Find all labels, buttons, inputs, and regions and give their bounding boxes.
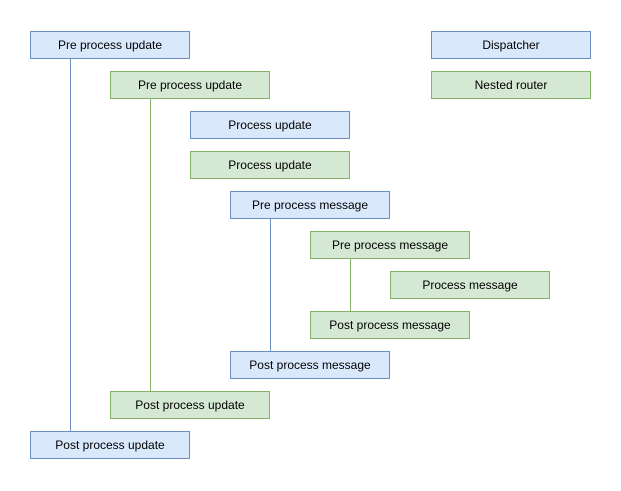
legend-dispatcher: Dispatcher: [431, 31, 591, 59]
legend-nested-router: Nested router: [431, 71, 591, 99]
node-post-process-update-nested: Post process update: [110, 391, 270, 419]
connector-pre-post-update-nested: [150, 99, 151, 391]
node-label: Dispatcher: [482, 38, 540, 52]
connector-pre-post-message-dispatcher: [270, 219, 271, 351]
node-label: Pre process update: [137, 78, 243, 92]
node-label: Nested router: [474, 78, 548, 92]
node-pre-process-update-nested: Pre process update: [110, 71, 270, 99]
node-label: Post process message: [329, 318, 451, 332]
node-label: Post process update: [55, 438, 165, 452]
node-label: Post process update: [135, 398, 245, 412]
node-pre-process-message-nested: Pre process message: [310, 231, 470, 259]
node-pre-process-message-dispatcher: Pre process message: [230, 191, 390, 219]
node-label: Process update: [228, 118, 312, 132]
node-label: Pre process update: [57, 38, 163, 52]
connector-pre-post-update-dispatcher: [70, 59, 71, 431]
node-process-update-nested: Process update: [190, 151, 350, 179]
node-post-process-update-dispatcher: Post process update: [30, 431, 190, 459]
connector-pre-post-message-nested: [350, 259, 351, 311]
node-label: Pre process message: [251, 198, 369, 212]
node-process-message-nested: Process message: [390, 271, 550, 299]
node-label: Post process message: [249, 358, 371, 372]
node-process-update-dispatcher: Process update: [190, 111, 350, 139]
node-post-process-message-nested: Post process message: [310, 311, 470, 339]
node-post-process-message-dispatcher: Post process message: [230, 351, 390, 379]
node-pre-process-update-dispatcher: Pre process update: [30, 31, 190, 59]
node-label: Process update: [228, 158, 312, 172]
node-label: Process message: [422, 278, 518, 292]
node-label: Pre process message: [331, 238, 449, 252]
